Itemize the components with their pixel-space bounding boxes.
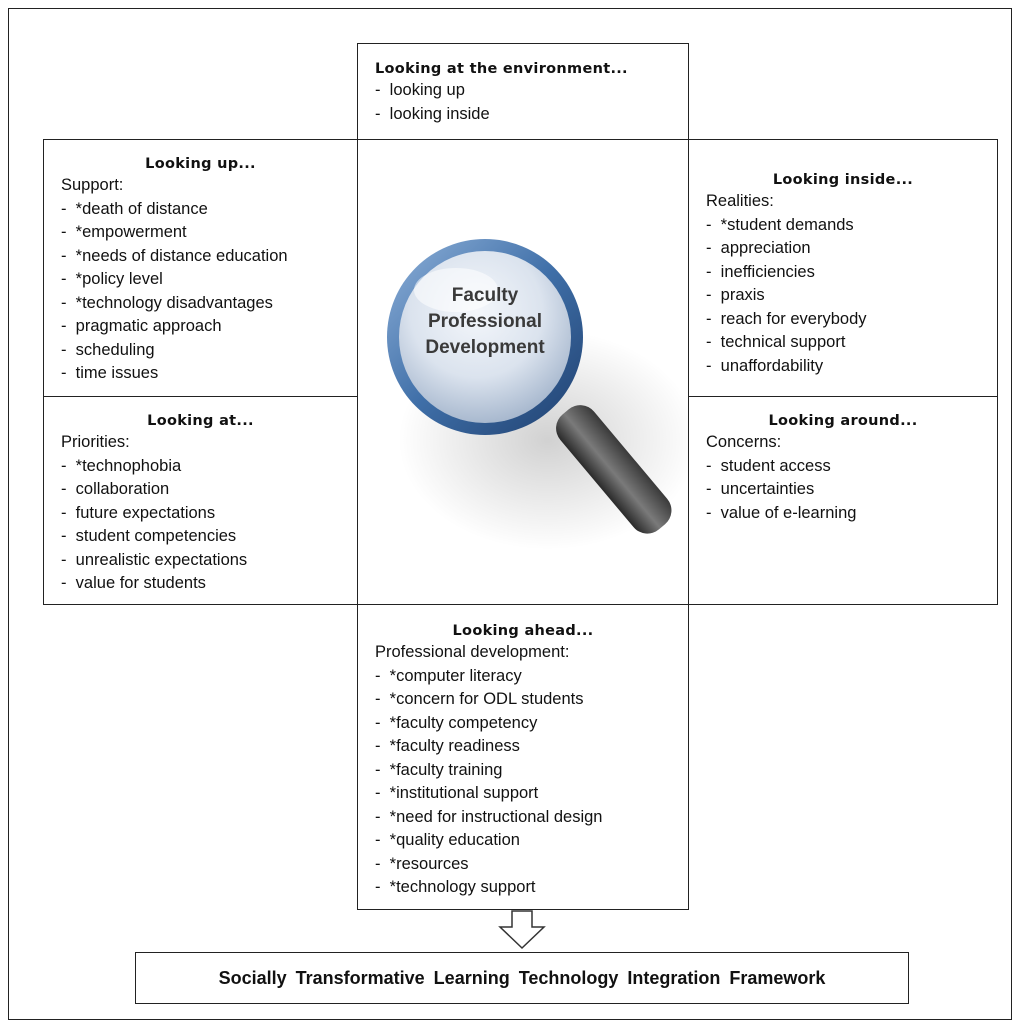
box-looking-up: Looking up... Support: *death of distanc…	[43, 139, 358, 397]
list-item: *policy level	[61, 268, 357, 292]
center-label-line: Professional	[427, 311, 543, 332]
list-item: looking inside	[375, 103, 688, 127]
box-looking-inside: Looking inside... Realities: *student de…	[688, 139, 998, 397]
list-item: *technophobia	[61, 455, 357, 479]
box-subtitle: Priorities:	[61, 433, 130, 451]
box-title: Looking ahead...	[452, 623, 594, 639]
list-item: reach for everybody	[706, 308, 997, 332]
arrow-down-icon	[498, 910, 546, 950]
item-list: *student demands appreciation inefficien…	[706, 214, 997, 379]
box-title: Looking at the environment...	[375, 61, 628, 77]
item-list: looking up looking inside	[358, 79, 688, 126]
box-title: Looking inside...	[772, 172, 914, 188]
list-item: *empowerment	[61, 221, 357, 245]
box-subtitle: Realities:	[706, 192, 774, 210]
list-item: looking up	[375, 79, 688, 103]
list-item: uncertainties	[706, 478, 997, 502]
item-list: *death of distance *empowerment *needs o…	[61, 198, 357, 386]
list-item: unrealistic expectations	[61, 549, 357, 573]
list-item: *needs of distance education	[61, 245, 357, 269]
box-looking-ahead: Looking ahead... Professional developmen…	[357, 604, 689, 910]
box-looking-environment: Looking at the environment... looking up…	[357, 43, 689, 140]
list-item: scheduling	[61, 339, 357, 363]
list-item: future expectations	[61, 502, 357, 526]
list-item: collaboration	[61, 478, 357, 502]
list-item: *resources	[375, 853, 688, 877]
box-subtitle: Professional development:	[375, 643, 570, 661]
magnifying-glass-icon	[387, 239, 698, 550]
diagram-frame	[8, 8, 1012, 1020]
list-item: *quality education	[375, 829, 688, 853]
list-item: student access	[706, 455, 997, 479]
list-item: pragmatic approach	[61, 315, 357, 339]
magnifier-graphic	[358, 140, 698, 602]
list-item: technical support	[706, 331, 997, 355]
item-list: student access uncertainties value of e-…	[706, 455, 997, 526]
list-item: *faculty training	[375, 759, 688, 783]
framework-box: Socially Transformative Learning Technol…	[135, 952, 909, 1004]
list-item: *faculty readiness	[375, 735, 688, 759]
list-item: *need for instructional design	[375, 806, 688, 830]
center-label: Faculty Professional Development	[390, 283, 580, 361]
box-title: Looking at...	[147, 413, 254, 429]
list-item: appreciation	[706, 237, 997, 261]
box-subtitle: Concerns:	[706, 433, 782, 451]
box-looking-at: Looking at... Priorities: *technophobia …	[43, 396, 358, 605]
list-item: praxis	[706, 284, 997, 308]
list-item: value of e-learning	[706, 502, 997, 526]
box-subtitle: Support:	[61, 176, 124, 194]
list-item: *death of distance	[61, 198, 357, 222]
center-label-line: Faculty	[451, 285, 519, 306]
list-item: *technology disadvantages	[61, 292, 357, 316]
list-item: inefficiencies	[706, 261, 997, 285]
list-item: *concern for ODL students	[375, 688, 688, 712]
list-item: *technology support	[375, 876, 688, 900]
list-item: student competencies	[61, 525, 357, 549]
item-list: *computer literacy *concern for ODL stud…	[375, 665, 688, 900]
list-item: *computer literacy	[375, 665, 688, 689]
list-item: *faculty competency	[375, 712, 688, 736]
item-list: *technophobia collaboration future expec…	[61, 455, 357, 596]
box-title: Looking up...	[145, 156, 256, 172]
list-item: value for students	[61, 572, 357, 596]
list-item: unaffordability	[706, 355, 997, 379]
list-item: time issues	[61, 362, 357, 386]
list-item: *institutional support	[375, 782, 688, 806]
box-looking-around: Looking around... Concerns: student acce…	[688, 396, 998, 605]
box-title: Looking around...	[768, 413, 918, 429]
center-label-line: Development	[425, 337, 545, 358]
framework-label: Socially Transformative Learning Technol…	[218, 967, 826, 988]
list-item: *student demands	[706, 214, 997, 238]
